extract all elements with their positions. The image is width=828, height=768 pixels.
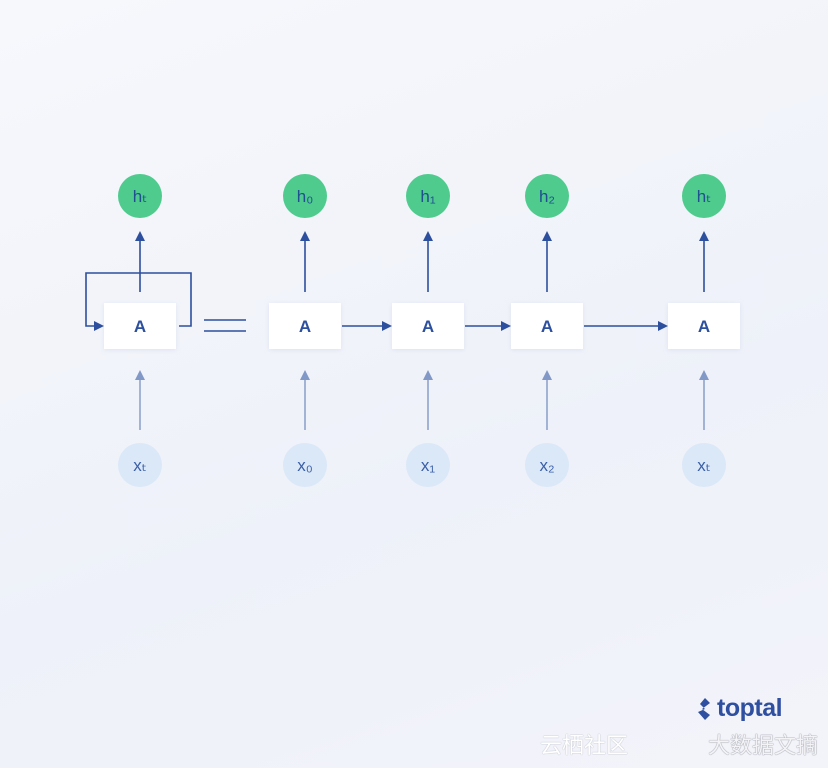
output-node-1-label: h₁	[420, 187, 435, 206]
input-node-folded-label: xₜ	[133, 456, 147, 475]
output-node-1	[406, 174, 450, 218]
recurrent-loop-line	[140, 272, 192, 327]
cell-label-folded: A	[134, 317, 146, 336]
cell-label-3: A	[698, 317, 710, 336]
recurrent-loop-arrow	[85, 272, 140, 331]
toptal-logo-icon	[698, 697, 710, 720]
cell-0	[269, 303, 341, 349]
cell-label-0: A	[299, 317, 311, 336]
input-node-3-label: xₜ	[697, 456, 711, 475]
input-node-0	[283, 443, 327, 487]
input-node-folded	[118, 443, 162, 487]
cell-label-1: A	[422, 317, 434, 336]
input-node-1-label: x₁	[421, 456, 436, 475]
output-node-3	[682, 174, 726, 218]
output-node-folded-label: hₜ	[133, 187, 147, 206]
output-node-0-label: h₀	[297, 187, 314, 206]
input-node-1	[406, 443, 450, 487]
cell-1	[392, 303, 464, 349]
cell-3	[668, 303, 740, 349]
input-node-2-label: x₂	[539, 456, 554, 475]
output-node-2-label: h₂	[539, 187, 555, 206]
output-node-0	[283, 174, 327, 218]
cell-label-2: A	[541, 317, 553, 336]
watermark-right: 大数据文摘	[708, 733, 819, 758]
watermark-left: 云栖社区	[540, 733, 629, 758]
input-node-2	[525, 443, 569, 487]
output-node-2	[525, 174, 569, 218]
input-node-3	[682, 443, 726, 487]
toptal-logo: toptal	[696, 694, 783, 723]
cell-folded	[104, 303, 176, 349]
input-node-0-label: x₀	[297, 456, 313, 475]
output-node-3-label: hₜ	[697, 187, 711, 206]
output-node-folded	[118, 174, 162, 218]
cell-2	[511, 303, 583, 349]
logo-text: toptal	[717, 694, 783, 722]
